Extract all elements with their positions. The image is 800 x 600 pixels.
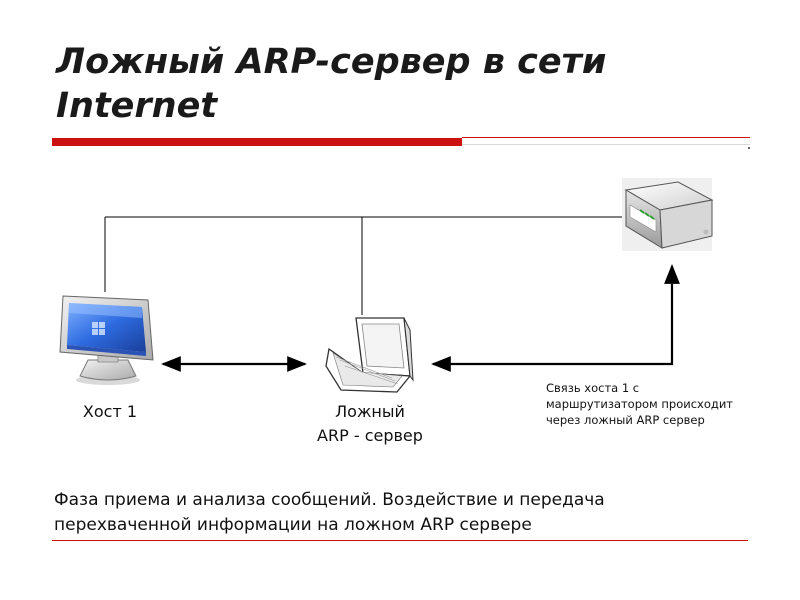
title-underline-thick [52,138,462,146]
connection-note: Связь хоста 1 с маршрутизатором происход… [546,380,786,428]
title-underline-thin [462,137,750,138]
router-icon [622,178,714,251]
phase-description: Фаза приема и анализа сообщений. Воздейс… [54,488,754,538]
network-bus [104,216,640,315]
traffic-arrows [161,264,680,372]
arp-router-arrow [431,264,680,372]
title-line-1: Ложный ARP-сервер в сети [56,42,607,82]
title-line-2: Internet [56,86,218,126]
fake-arp-label-line-2: ARP - сервер [317,426,423,445]
host-label: Хост 1 [82,402,138,421]
phase-line-2: перехваченной информации на ложном ARP с… [54,515,532,535]
bottom-rule [52,540,748,541]
desktop-computer-icon [59,295,154,385]
phase-line-1: Фаза приема и анализа сообщений. Воздейс… [54,490,605,510]
fake-arp-label: Ложный ARP - сервер [295,400,445,448]
fake-arp-label-line-1: Ложный [335,402,405,421]
slide-title: Ложный ARP-сервер в сети Internet [56,40,756,128]
note-line-1: Связь хоста 1 с [546,381,640,395]
laptop-icon [325,317,414,393]
note-line-2: маршрутизатором происходит [546,397,734,411]
title-underline-shadow [462,144,750,145]
note-line-3: через ложный ARP сервер [546,413,705,427]
decorative-dot [748,147,750,149]
